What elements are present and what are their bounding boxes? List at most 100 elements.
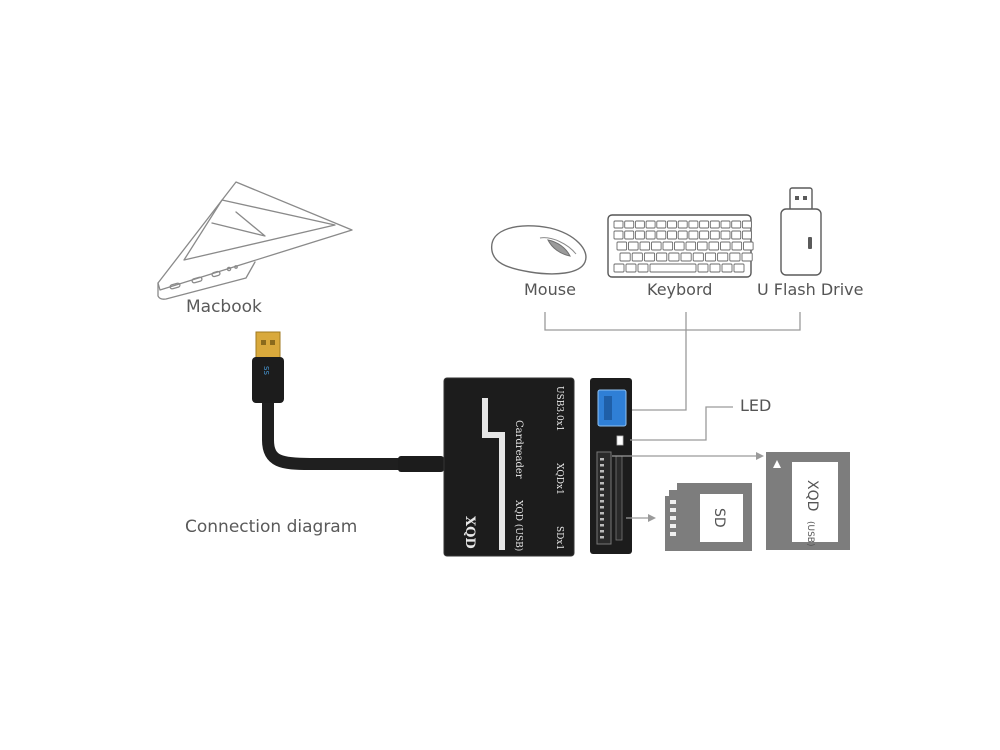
arrow-to-sd-head	[648, 514, 656, 522]
keyboard-key	[619, 252, 631, 262]
keyboard-key	[741, 252, 753, 262]
mouse-illustration	[491, 225, 587, 275]
plug-housing	[252, 357, 284, 403]
slot-contact	[600, 482, 604, 485]
keyboard-key	[645, 230, 656, 240]
cable-strain-relief	[398, 456, 444, 472]
card-reader-device: XQD Cardreader XQD (USB) USB3.0x1 XQDx1 …	[443, 377, 575, 557]
plug-ss-mark: SS	[262, 366, 270, 375]
slot-contact	[600, 494, 604, 497]
flash-drive-label: U Flash Drive	[757, 280, 864, 299]
slot-contact	[600, 464, 604, 467]
plug-metal-tip	[255, 331, 281, 359]
macbook-port-5	[234, 265, 238, 269]
connection-diagram-label: Connection diagram	[185, 517, 358, 537]
slot-contact	[600, 458, 604, 461]
keyboard-key	[697, 263, 709, 273]
sd-contact-2	[670, 508, 676, 512]
slot-contact	[600, 536, 604, 539]
bracket-to-usb-port	[630, 330, 687, 411]
keyboard-key	[704, 252, 717, 262]
macbook-port-3	[211, 270, 221, 278]
slot-contact	[600, 506, 604, 509]
reader-port-label-usb: USB3.0x1	[554, 386, 564, 431]
side-sd-slot	[615, 455, 623, 541]
slot-contact	[600, 470, 604, 473]
keyboard-key	[729, 252, 741, 262]
keyboard-key	[697, 241, 708, 251]
plug-metal-hole-2	[270, 340, 275, 345]
reader-subtitle: XQD (USB)	[513, 500, 524, 551]
keyboard-key	[613, 263, 625, 273]
reader-port-label-xqd: XQDx1	[554, 463, 564, 495]
slot-contact	[600, 500, 604, 503]
keyboard-key	[674, 241, 685, 251]
keyboard-key	[643, 252, 656, 262]
cable-wire	[262, 394, 406, 470]
keyboard-key	[741, 230, 752, 240]
keyboard-key	[625, 263, 637, 273]
keyboard-key	[731, 230, 742, 240]
xqd-card-label-area	[792, 462, 838, 542]
flash-drive-illustration	[780, 187, 822, 276]
led-label: LED	[740, 396, 772, 415]
keyboard-key	[668, 252, 680, 262]
keyboard-key	[688, 220, 699, 229]
macbook-port-4	[226, 266, 232, 272]
xqd-card-triangle	[773, 460, 781, 468]
side-usb-port-tongue	[604, 396, 612, 420]
keyboard-key	[651, 241, 662, 251]
sd-contact-4	[670, 524, 676, 528]
macbook-port-1	[169, 282, 181, 290]
keyboard-key	[613, 220, 624, 229]
keyboard-key	[709, 220, 720, 229]
keyboard-key	[717, 252, 729, 262]
reader-slash-mark	[482, 398, 505, 550]
keyboard-key	[656, 220, 667, 229]
keyboard-key	[656, 252, 668, 262]
keyboard-key	[616, 241, 628, 251]
plug-metal-hole-1	[261, 340, 266, 345]
keyboard-key	[699, 230, 710, 240]
keyboard-key	[628, 241, 639, 251]
slot-contact	[600, 476, 604, 479]
keyboard-key	[667, 230, 677, 240]
sd-card-label: SD	[711, 508, 727, 528]
macbook-base-edge	[157, 261, 256, 300]
keyboard-key	[634, 230, 645, 240]
keyboard-key	[639, 241, 651, 251]
keyboard-spacebar	[649, 263, 697, 273]
reader-title: Cardreader	[513, 420, 524, 479]
reader-brand: XQD	[462, 516, 477, 549]
keyboard-key	[624, 230, 635, 240]
sd-contact-3	[670, 516, 676, 520]
macbook-label: Macbook	[186, 297, 262, 317]
keyboard-key	[720, 220, 731, 229]
keyboard-key	[688, 230, 699, 240]
usb-cable: SS	[252, 331, 444, 472]
slot-contact	[600, 512, 604, 515]
keyboard-key	[631, 252, 643, 262]
slot-contact	[600, 518, 604, 521]
sd-card-label-area	[700, 494, 743, 542]
keyboard-key	[677, 230, 688, 240]
keyboard-key	[699, 220, 710, 229]
keyboard-key	[743, 241, 754, 251]
keyboard-key	[662, 241, 674, 251]
keyboard-key	[667, 220, 677, 229]
mouse-wheel	[547, 239, 571, 257]
macbook-lid-outline	[157, 181, 353, 291]
keyboard-label: Keybord	[647, 280, 713, 299]
side-xqd-slot	[596, 451, 612, 545]
xqd-slot-contacts	[600, 458, 604, 539]
keyboard-key	[720, 230, 731, 240]
xqd-card-sublabel: (USB)	[805, 521, 815, 547]
keyboard-key	[613, 230, 624, 240]
keyboard-key	[645, 220, 656, 229]
arrow-to-xqd-head	[756, 452, 764, 460]
sd-contact-5	[670, 532, 676, 536]
side-led	[616, 435, 624, 446]
mouse-label: Mouse	[524, 280, 576, 299]
